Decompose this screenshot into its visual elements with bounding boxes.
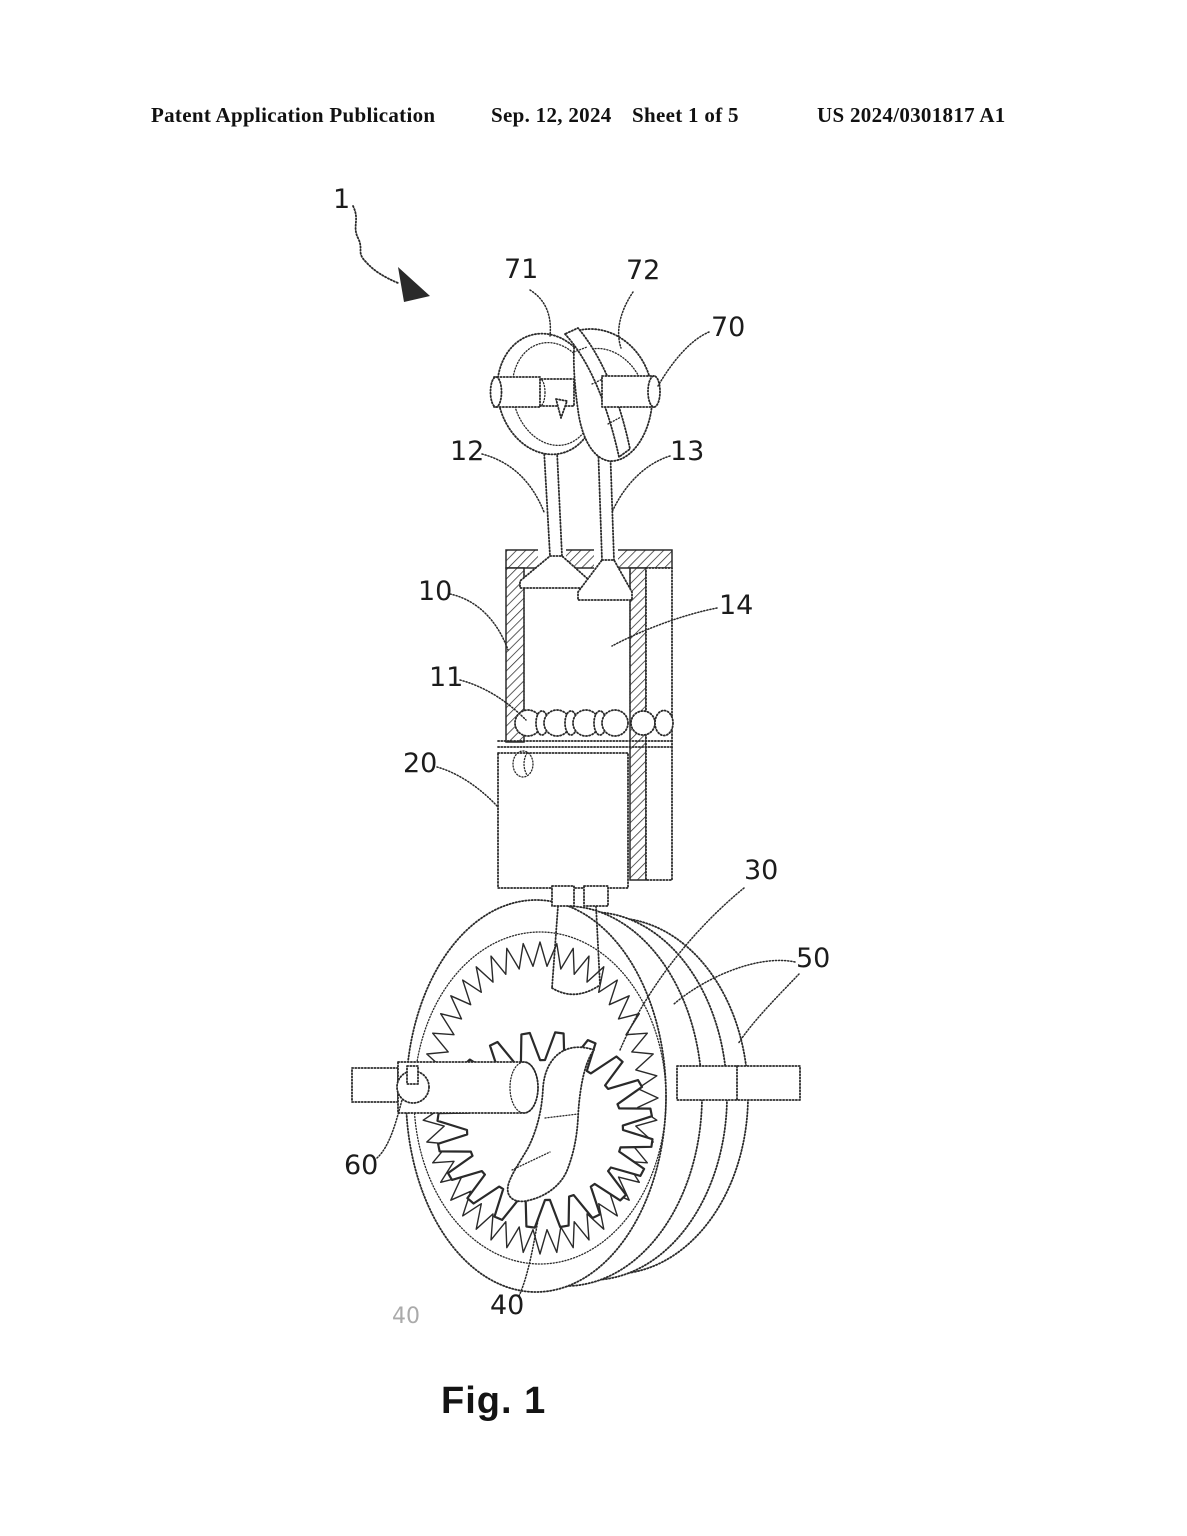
ref-label-40-faded: 40	[392, 1304, 420, 1329]
universal-joint-drawing	[489, 327, 661, 462]
ref-label-70: 70	[711, 312, 746, 343]
ref-label-60: 60	[344, 1150, 379, 1181]
ref-label-71: 71	[504, 254, 539, 285]
ref-label-72: 72	[626, 255, 661, 286]
ball-row-drawing	[514, 709, 674, 737]
ref-label-30: 30	[744, 855, 779, 886]
ref-label-10: 10	[418, 576, 453, 607]
piston-block-drawing	[497, 740, 673, 889]
ref-label-11: 11	[429, 662, 464, 693]
header-sheet-label: Sheet 1 of 5	[632, 103, 739, 127]
leader-lines	[376, 289, 800, 1297]
header-date-label: Sep. 12, 2024	[491, 103, 612, 127]
connecting-tabs-drawing	[551, 885, 609, 907]
gear-wheel-drawing	[351, 899, 801, 1293]
ref-label-20: 20	[403, 748, 438, 779]
figure-caption: Fig. 1	[441, 1380, 547, 1422]
ref-label-1: 1	[333, 184, 351, 215]
reference-arrow	[352, 205, 430, 302]
ref-label-40: 40	[490, 1290, 525, 1321]
ref-label-12: 12	[450, 436, 485, 467]
ref-label-50: 50	[796, 943, 831, 974]
header-publication-label: Patent Application Publication	[151, 103, 436, 127]
ref-label-14: 14	[719, 590, 754, 621]
ref-label-13: 13	[670, 436, 705, 467]
header-patent-number: US 2024/0301817 A1	[817, 103, 1006, 127]
axle-drawing	[351, 1061, 801, 1114]
crank-hook	[506, 1046, 595, 1203]
